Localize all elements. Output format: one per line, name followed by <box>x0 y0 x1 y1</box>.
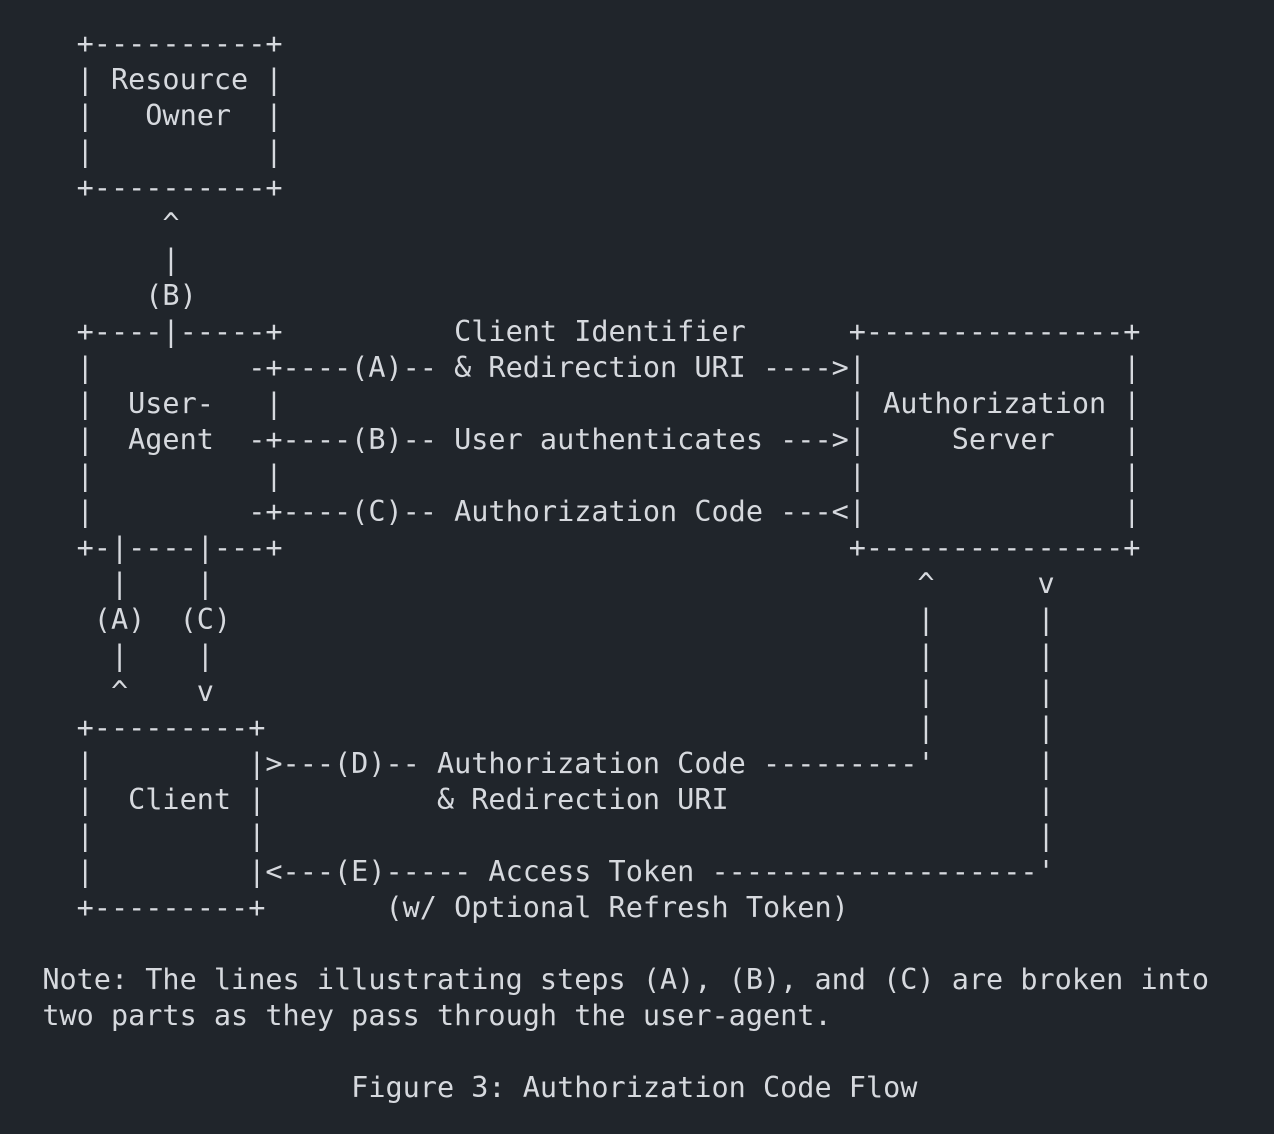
diagram-line-arrow-up: ^ <box>8 207 180 240</box>
diagram-line-step-c-authorization-code: | -+----(C)-- Authorization Code ---<| | <box>8 495 1141 528</box>
diagram-line-step-b-user-authenticates: | Agent -+----(B)-- User authenticates -… <box>8 423 1141 456</box>
ascii-flow-diagram: +----------+ | Resource | | Owner | | | … <box>8 26 1270 926</box>
note-line-1: Note: The lines illustrating steps (A), … <box>8 963 1210 996</box>
diagram-line-step-e-access-token: | |<---(E)----- Access Token -----------… <box>8 855 1055 888</box>
diagram-line-resource-owner-box-top: +----------+ <box>8 27 283 60</box>
diagram-line-vertical-connectors-2: | | | | <box>8 639 1055 672</box>
diagram-line-useragent-box-bottom-server-box-bottom: +-|----|---+ +---------------+ <box>8 531 1141 564</box>
note-line-2: two parts as they pass through the user-… <box>8 999 832 1032</box>
diagram-line-client-box-body: | | | <box>8 819 1055 852</box>
diagram-line-client-label-redirection-uri: | Client | & Redirection URI | <box>8 783 1055 816</box>
note-text: Note: The lines illustrating steps (A), … <box>8 962 1270 1034</box>
diagram-line-box-edges: | | | | <box>8 459 1141 492</box>
diagram-line-step-a-redirection-uri: | -+----(A)-- & Redirection URI ---->| | <box>8 351 1141 384</box>
diagram-line-client-box-top: +---------+ | | <box>8 711 1055 744</box>
diagram-line-arrowheads: ^ v | | <box>8 675 1055 708</box>
diagram-line-step-a-c-labels: (A) (C) | | <box>8 603 1055 636</box>
diagram-line-vertical-connectors-1: | | ^ v <box>8 567 1055 600</box>
figure-caption: Figure 3: Authorization Code Flow <box>8 1071 918 1104</box>
diagram-line-useragent-box-top-client-identifier: +----|-----+ Client Identifier +--------… <box>8 315 1141 348</box>
diagram-line-resource-owner-box-bottom: +----------+ <box>8 171 283 204</box>
diagram-line-resource-owner-label: | Resource | <box>8 63 283 96</box>
diagram-line-step-d-authorization-code: | |>---(D)-- Authorization Code --------… <box>8 747 1055 780</box>
diagram-line-step-b-label: (B) <box>8 279 197 312</box>
diagram-line-resource-owner-box-body: | | <box>8 135 283 168</box>
figure-caption-block: Figure 3: Authorization Code Flow <box>8 1070 1270 1106</box>
diagram-line-resource-owner-label2: | Owner | <box>8 99 283 132</box>
diagram-line-useragent-authorization-labels: | User- | | Authorization | <box>8 387 1141 420</box>
diagram-line-arrow-stem: | <box>8 243 180 276</box>
diagram-line-client-box-bottom-refresh-token: +---------+ (w/ Optional Refresh Token) <box>8 891 849 924</box>
